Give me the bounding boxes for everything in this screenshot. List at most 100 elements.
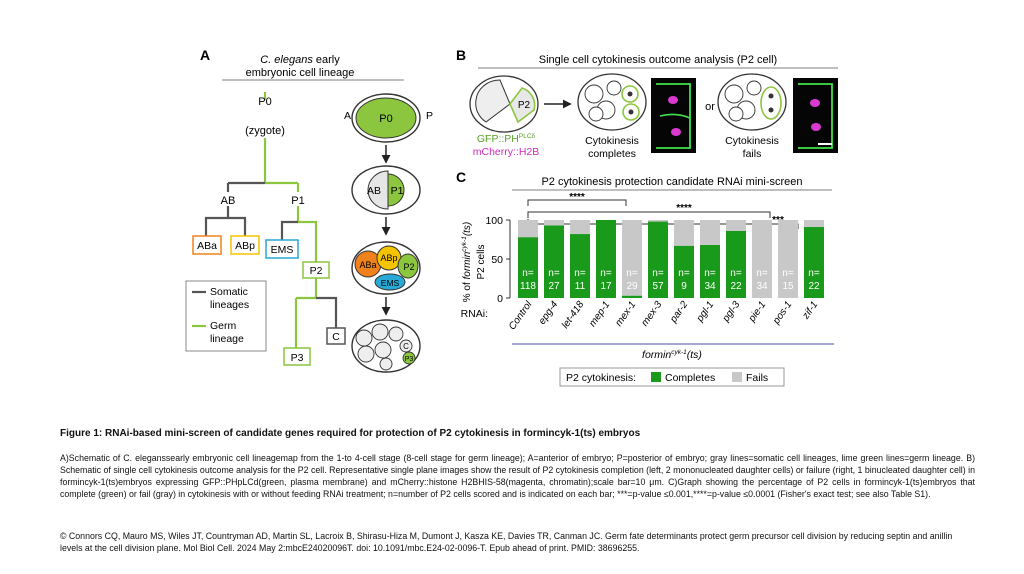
n-prefix-label: n= <box>574 268 586 279</box>
bar-completes-Control <box>518 237 538 298</box>
bar-fails-pie-1 <box>752 220 772 298</box>
ytick-label: 100 <box>485 215 503 227</box>
lineage-zygote: (zygote) <box>245 125 285 137</box>
panel-c-letter: C <box>456 169 466 185</box>
bar-fails-mex-1 <box>622 220 642 296</box>
bar-completes-let-418 <box>570 234 590 298</box>
x-tick-label: Control <box>507 299 535 332</box>
x-tick-label: pgl-3 <box>720 299 743 325</box>
schematic-4cell: P2 <box>469 75 539 133</box>
x-tick-label: pgl-1 <box>694 299 716 324</box>
lineage-aba-box <box>192 235 222 255</box>
lineage-p2: P2 <box>310 265 323 277</box>
x-tick-label: mep-1 <box>587 299 612 329</box>
svg-text:P2: P2 <box>403 262 414 272</box>
caption-title: Figure 1: RNAi-based mini-screen of cand… <box>60 428 641 439</box>
n-value-label: 57 <box>652 281 664 292</box>
bar-completes-pgl-1 <box>700 244 720 298</box>
x-tick-label: pos-1 <box>771 299 795 327</box>
lineage-ems: EMS <box>271 244 294 256</box>
legend-swatch-fails <box>732 372 742 382</box>
ytick-label: 0 <box>497 293 503 305</box>
svg-text:P3: P3 <box>405 356 414 363</box>
panel-a-title-line2: embryonic cell lineage <box>246 67 355 79</box>
embryo-8cell: C P3 <box>351 319 421 373</box>
svg-text:P0: P0 <box>379 113 392 125</box>
panel-b: B Single cell cytokinesis outcome analys… <box>456 47 838 160</box>
panel-c: C P2 cytokinesis protection candidate RN… <box>456 169 834 387</box>
y-axis-label: % of formincyk-1(ts) <box>461 222 473 303</box>
embryo-1cell: A P P0 <box>344 93 433 143</box>
lineage-lines <box>204 92 338 348</box>
lineage-ems-box <box>265 239 299 259</box>
axis-anterior: A <box>344 110 351 122</box>
bars: n=118n=27n=11n=17n=29n=57n=9n=34n=22n=34… <box>518 220 824 298</box>
lineage-p3-box <box>283 347 311 366</box>
or-label: or <box>705 101 715 113</box>
lineage-c-box <box>326 327 346 345</box>
chart-legend: P2 cytokinesis: Completes Fails <box>559 367 785 387</box>
lineage-p3: P3 <box>291 352 304 364</box>
micrograph-completes <box>651 78 696 153</box>
legend-swatch-completes <box>651 372 661 382</box>
x-tick-label: mex-3 <box>640 299 665 328</box>
svg-text:EMS: EMS <box>381 278 400 288</box>
legend-germ-1: Germ <box>210 320 237 332</box>
n-value-label: 11 <box>575 281 586 292</box>
rnai-label: RNAi: <box>461 308 488 320</box>
x-tick-label: let-418 <box>560 299 587 331</box>
x-tick-label: mex-1 <box>614 299 639 328</box>
n-value-label: 29 <box>626 281 638 292</box>
bar-fails-pos-1 <box>778 220 798 298</box>
fails-label-2: fails <box>743 148 762 160</box>
legend-somatic-1: Somatic <box>210 286 248 298</box>
n-value-label: 9 <box>681 281 687 292</box>
lineage-abp: ABp <box>235 240 255 252</box>
completes-label-1: Cytokinesis <box>585 135 639 147</box>
legend-fails: Fails <box>746 372 768 384</box>
schematic-fails <box>717 73 787 131</box>
n-prefix-label: n= <box>652 268 664 279</box>
fails-label-1: Cytokinesis <box>725 135 779 147</box>
n-prefix-label: n= <box>548 268 560 279</box>
n-prefix-label: n= <box>678 268 690 279</box>
n-prefix-label: n= <box>626 268 638 279</box>
n-value-label: 34 <box>704 281 716 292</box>
sig-pie1: **** <box>676 203 692 214</box>
svg-text:AB: AB <box>367 185 381 197</box>
bar-completes-mex-3 <box>648 221 668 298</box>
svg-text:ABa: ABa <box>359 260 376 270</box>
gfp-label: GFP::PHPLCδ <box>477 133 536 145</box>
y-axis: 0 50 100 <box>485 215 511 305</box>
axis-posterior: P <box>426 110 433 122</box>
caption-body: A)Schematic of C. eleganssearly embryoni… <box>60 453 975 499</box>
bar-fails-mex-3 <box>648 220 668 222</box>
x-tick-label: epg-4 <box>537 299 561 327</box>
micrograph-fails <box>793 78 838 153</box>
bar-completes-par-2 <box>674 245 694 298</box>
schematic-completes <box>577 73 647 131</box>
n-value-label: 34 <box>756 281 768 292</box>
bar-fails-let-418 <box>570 220 590 235</box>
panel-a: A C. elegans early embryonic cell lineag… <box>185 47 433 373</box>
legend-completes: Completes <box>665 372 715 384</box>
panel-a-letter: A <box>200 47 210 63</box>
bar-completes-zif-1 <box>804 227 824 298</box>
mcherry-label: mCherry::H2B <box>473 146 540 158</box>
svg-text:C: C <box>403 342 409 351</box>
panel-b-letter: B <box>456 47 466 63</box>
lineage-p2-box <box>302 261 330 279</box>
n-prefix-label: n= <box>782 268 794 279</box>
legend-germ-2: lineage <box>210 333 244 345</box>
caption-citation: © Connors CQ, Mauro MS, Wiles JT, Countr… <box>60 531 953 553</box>
chart-title: P2 cytokinesis protection candidate RNAi… <box>541 176 802 188</box>
n-prefix-label: n= <box>600 268 612 279</box>
n-value-label: 27 <box>548 281 560 292</box>
x-tick-label: pie-1 <box>746 299 768 324</box>
bar-fails-pgl-3 <box>726 220 746 231</box>
completes-label-2: completes <box>588 148 636 160</box>
bar-fails-pgl-1 <box>700 220 720 245</box>
legend-somatic-2: lineages <box>210 299 249 311</box>
panel-a-title-line1: C. elegans early <box>260 54 340 66</box>
